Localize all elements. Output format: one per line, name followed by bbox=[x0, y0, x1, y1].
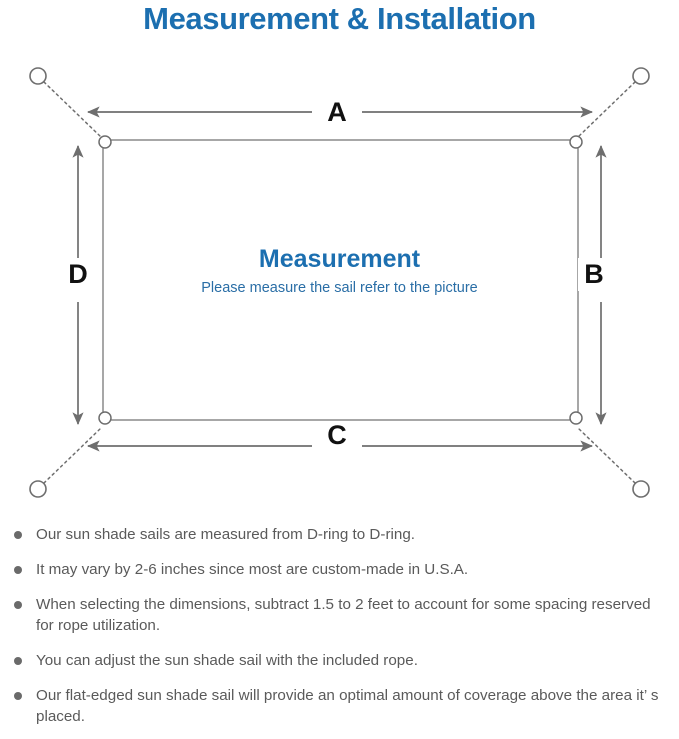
list-item-text: It may vary by 2-6 inches since most are… bbox=[36, 561, 469, 578]
d-ring-top-right-icon bbox=[569, 135, 583, 149]
d-ring-bottom-right-icon bbox=[569, 411, 583, 425]
sail-diagram: Measurement Please measure the sail refe… bbox=[0, 46, 679, 516]
dimension-label-c: C bbox=[312, 422, 362, 449]
bullet-icon bbox=[14, 657, 22, 665]
d-ring-top-left-icon bbox=[98, 135, 112, 149]
list-item-text: Our flat-edged sun shade sail will provi… bbox=[36, 687, 659, 725]
bullet-icon bbox=[14, 692, 22, 700]
anchor-bottom-left-icon bbox=[29, 480, 47, 498]
list-item: Our flat-edged sun shade sail will provi… bbox=[6, 685, 669, 727]
dimension-arrows-group bbox=[72, 106, 607, 452]
rope-line-bottom-left bbox=[43, 427, 102, 484]
rope-line-top-left bbox=[43, 81, 102, 138]
list-item: You can adjust the sun shade sail with t… bbox=[6, 650, 669, 671]
rope-line-bottom-right bbox=[577, 427, 636, 484]
anchor-points-group bbox=[29, 67, 650, 498]
d-rings-group bbox=[98, 135, 583, 425]
anchor-top-right-icon bbox=[632, 67, 650, 85]
bullet-icon bbox=[14, 566, 22, 574]
list-item: When selecting the dimensions, subtract … bbox=[6, 594, 669, 636]
rope-lines-group bbox=[43, 81, 636, 484]
sail-diagram-svg bbox=[29, 67, 650, 498]
list-item-text: When selecting the dimensions, subtract … bbox=[36, 596, 651, 634]
dimension-label-b: B bbox=[578, 258, 610, 291]
rope-line-top-right bbox=[577, 81, 636, 138]
anchor-top-left-icon bbox=[29, 67, 47, 85]
page-title: Measurement & Installation bbox=[143, 1, 536, 36]
notes-list: Our sun shade sails are measured from D-… bbox=[0, 524, 679, 727]
dimension-label-d: D bbox=[62, 258, 94, 291]
list-item: Our sun shade sails are measured from D-… bbox=[6, 524, 669, 545]
bullet-icon bbox=[14, 531, 22, 539]
dimension-label-a: A bbox=[312, 99, 362, 126]
d-ring-bottom-left-icon bbox=[98, 411, 112, 425]
sail-center-sublabel: Please measure the sail refer to the pic… bbox=[201, 280, 478, 296]
sail-center-label: Measurement bbox=[258, 245, 421, 273]
list-item-text: You can adjust the sun shade sail with t… bbox=[36, 652, 418, 669]
list-item-text: Our sun shade sails are measured from D-… bbox=[36, 526, 415, 543]
anchor-bottom-right-icon bbox=[632, 480, 650, 498]
bullet-icon bbox=[14, 601, 22, 609]
list-item: It may vary by 2-6 inches since most are… bbox=[6, 559, 669, 580]
